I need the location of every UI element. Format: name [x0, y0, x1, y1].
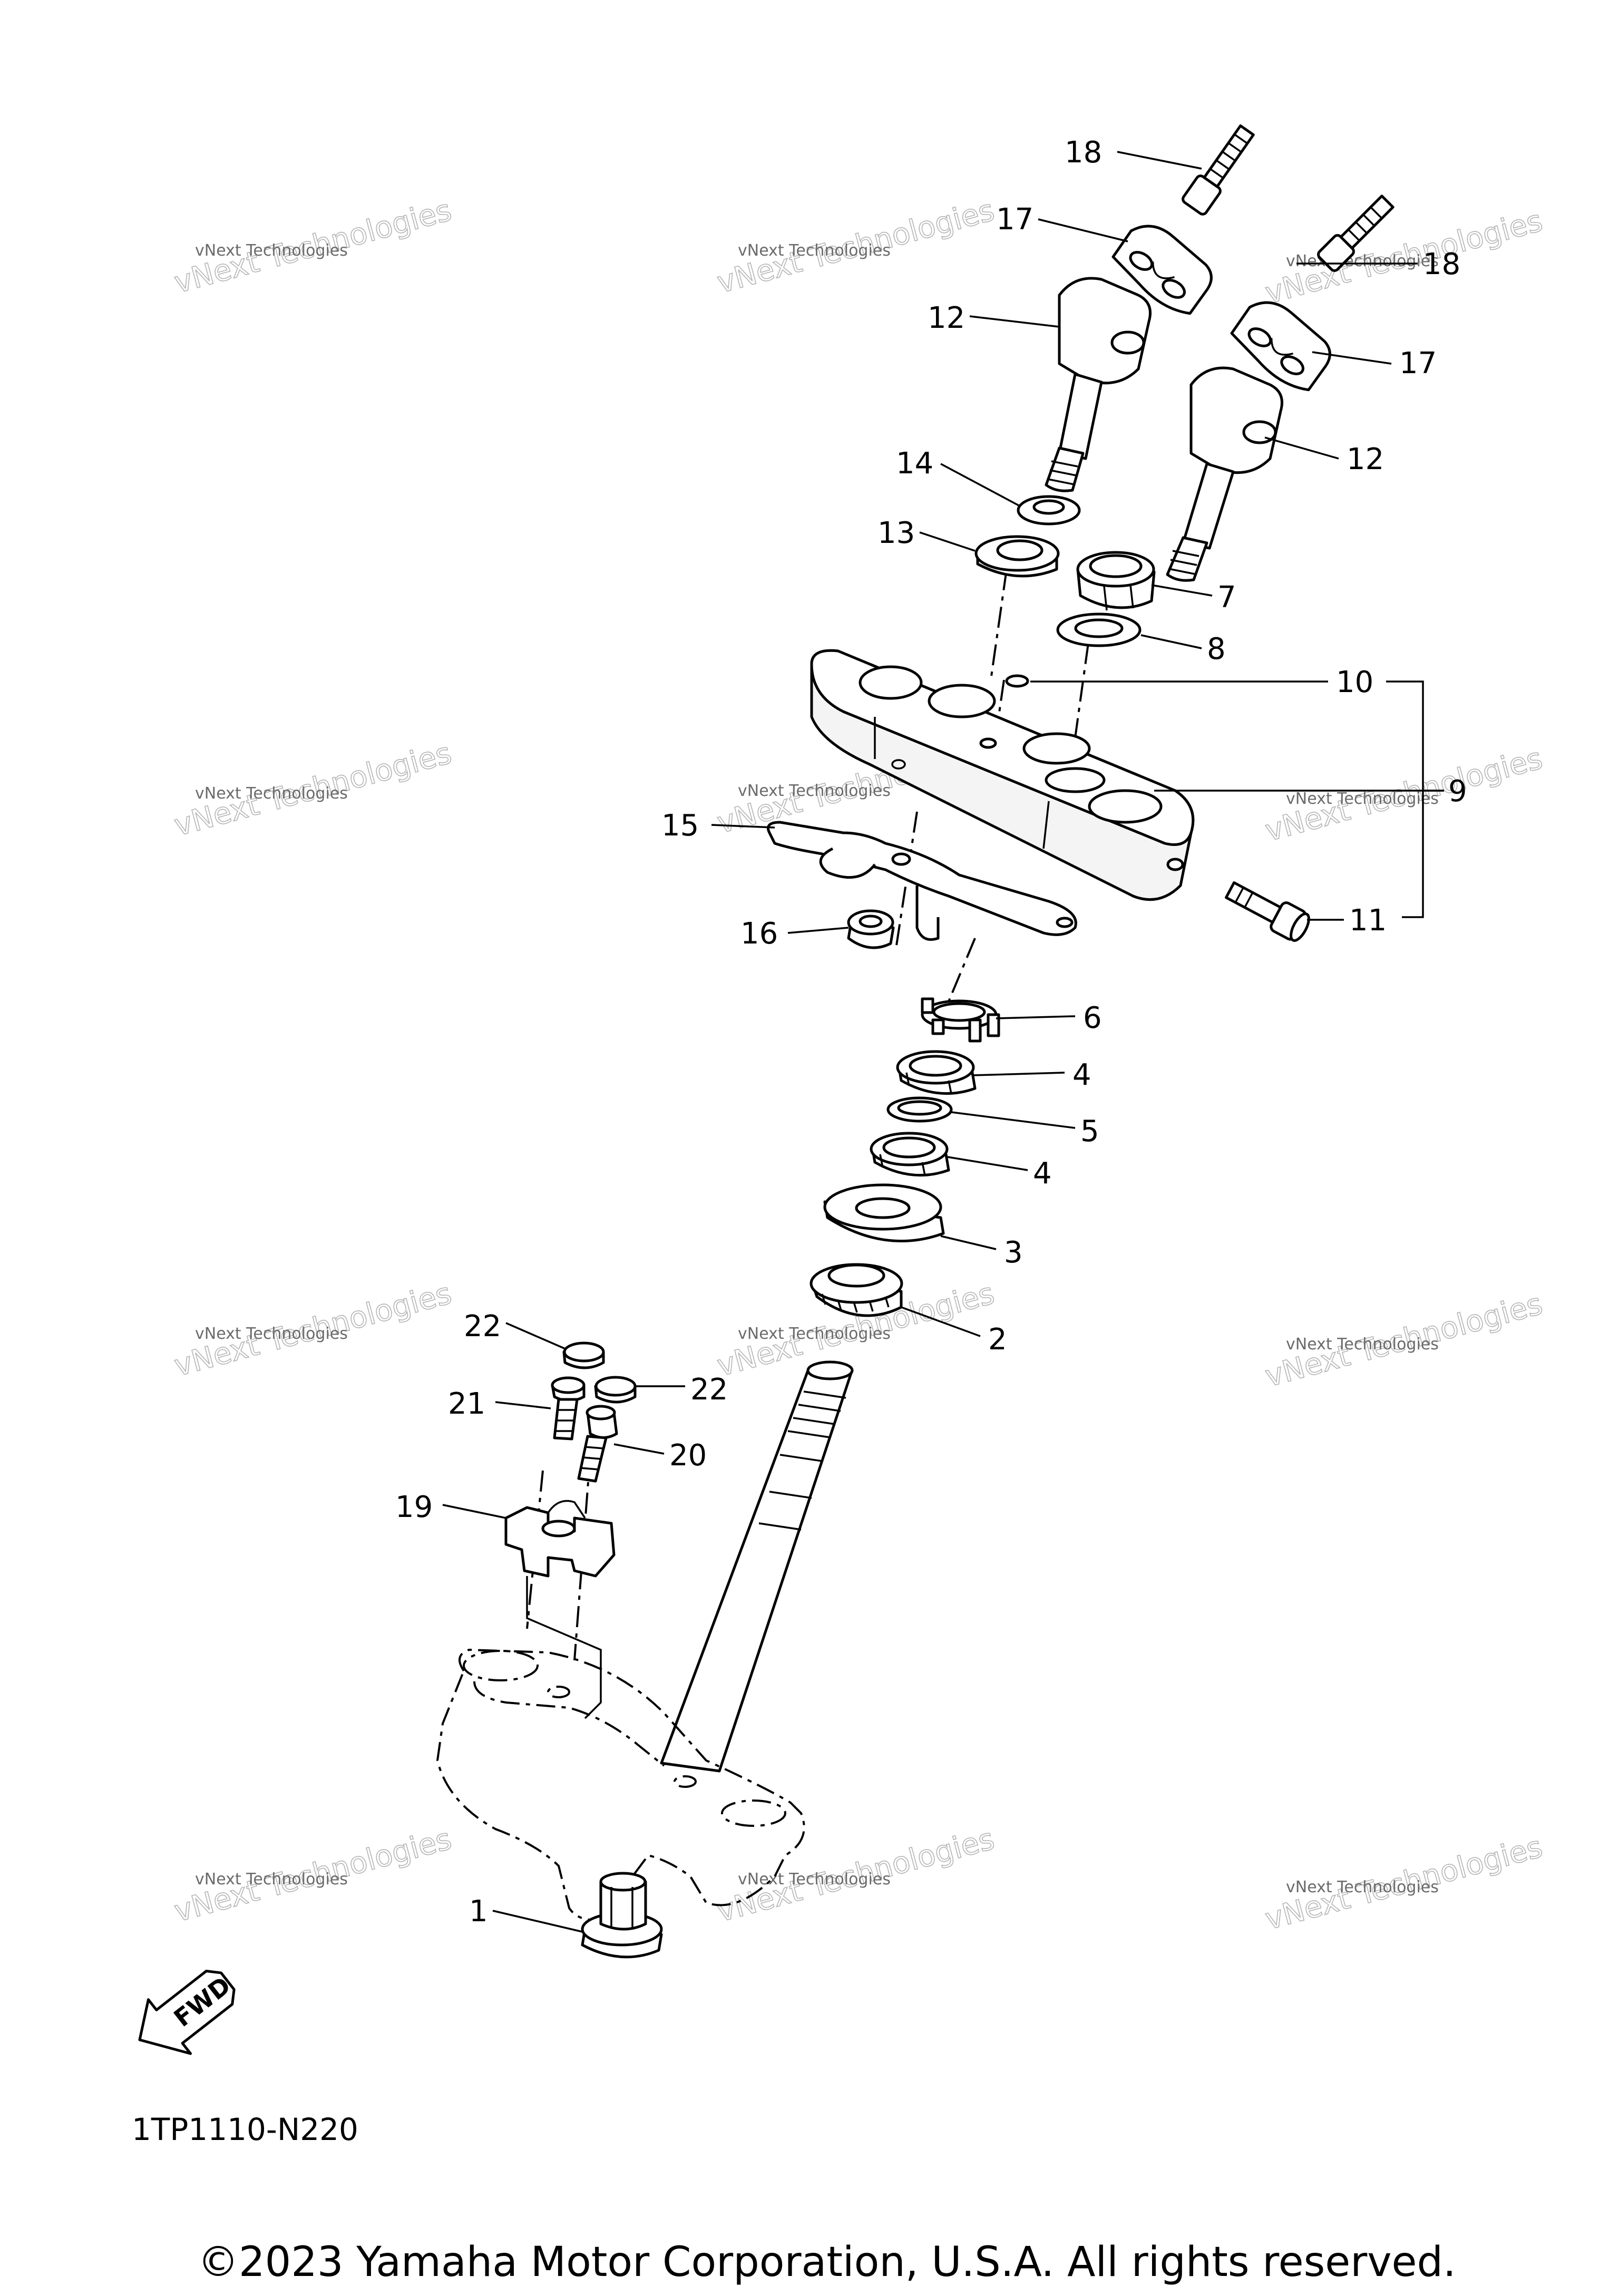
callout-3: 3	[1004, 1235, 1023, 1270]
svg-text:vNext Technologies: vNext Technologies	[1286, 1335, 1439, 1354]
callout-17: 17	[1399, 346, 1437, 381]
callout-1: 1	[469, 1894, 488, 1929]
watermark: vNext Technologies vNext Technologies	[170, 736, 455, 843]
ring-nut-4-lower[interactable]	[870, 1132, 950, 1177]
lower-bracket-steering-stem	[436, 1360, 854, 1921]
dust-seal-3[interactable]	[823, 1183, 945, 1243]
washer-5[interactable]	[886, 1096, 953, 1123]
callout-14: 14	[896, 446, 933, 481]
callout-8: 8	[1207, 632, 1226, 666]
watermark: vNext Technologies vNext Technologies	[1261, 1830, 1546, 1937]
leader-lines	[442, 151, 1444, 1933]
handlebar-holder-12-right[interactable]	[1166, 366, 1283, 582]
callout-12: 12	[928, 301, 965, 335]
watermark: vNext Technologies vNext Technologies	[170, 193, 455, 300]
screw-21[interactable]	[551, 1376, 586, 1441]
assembly-path-19	[526, 1576, 602, 1719]
lock-washer-6[interactable]	[921, 997, 1000, 1043]
callout-20: 20	[669, 1438, 707, 1473]
svg-text:vNext Technologies: vNext Technologies	[738, 1325, 891, 1343]
svg-text:vNext Technologies: vNext Technologies	[738, 1870, 891, 1889]
callout-16: 16	[740, 917, 778, 951]
callout-18: 18	[1065, 135, 1102, 170]
handlebar-holder-upper-17-right[interactable]	[1224, 291, 1341, 396]
callout-17: 17	[996, 202, 1033, 237]
callout-12: 12	[1347, 442, 1384, 476]
callout-21: 21	[448, 1387, 485, 1421]
damper-13[interactable]	[974, 535, 1060, 578]
callout-7: 7	[1217, 580, 1236, 615]
svg-text:vNext Technologies: vNext Technologies	[195, 1870, 348, 1889]
copyright-notice: ©2023 Yamaha Motor Corporation, U.S.A. A…	[198, 2239, 1456, 2286]
watermark: vNext Technologies vNext Technologies	[713, 193, 998, 300]
cap-1[interactable]	[581, 1872, 663, 1959]
callout-11: 11	[1349, 903, 1387, 938]
watermark: vNext Technologies vNext Technologies	[170, 1822, 455, 1929]
cable-guide-15[interactable]	[767, 821, 1077, 941]
bearing-2[interactable]	[810, 1263, 903, 1317]
callout-22: 22	[690, 1373, 728, 1407]
callout-15: 15	[661, 809, 699, 843]
hex-bolt-18-right[interactable]	[1316, 192, 1396, 272]
watermark: vNext Technologies vNext Technologies	[1261, 741, 1546, 849]
svg-text:vNext Technologies: vNext Technologies	[1286, 790, 1439, 808]
callout-4: 4	[1072, 1058, 1091, 1092]
svg-text:vNext Technologies: vNext Technologies	[738, 782, 891, 800]
bolt-20[interactable]	[577, 1405, 618, 1483]
handlebar-holder-upper-17-left[interactable]	[1105, 215, 1222, 320]
hex-bolt-18-left[interactable]	[1181, 122, 1258, 216]
callout-13: 13	[877, 516, 915, 550]
callout-labels: 18 17 12 18 17 12 14 13 7 8 10 9 11 15 1…	[395, 135, 1467, 1929]
watermark: vNext Technologies vNext Technologies	[1261, 1287, 1546, 1394]
svg-text:vNext Technologies: vNext Technologies	[195, 784, 348, 803]
callout-4: 4	[1033, 1156, 1052, 1191]
cap-22-lower[interactable]	[594, 1376, 637, 1404]
callout-5: 5	[1080, 1114, 1099, 1149]
cap-22-upper[interactable]	[562, 1341, 605, 1369]
holder-19[interactable]	[504, 1500, 616, 1578]
callout-22: 22	[464, 1309, 501, 1344]
washer-8[interactable]	[1056, 612, 1142, 647]
watermark: vNext Technologies vNext Technologies	[713, 1822, 998, 1929]
handlebar-holder-12-left[interactable]	[1045, 277, 1152, 492]
bolt-11[interactable]	[1223, 876, 1313, 944]
svg-text:vNext Technologies: vNext Technologies	[195, 1325, 348, 1343]
cap-nut-7[interactable]	[1076, 551, 1156, 611]
svg-text:vNext Technologies: vNext Technologies	[738, 241, 891, 260]
plug-10[interactable]	[1005, 674, 1029, 688]
callout-19: 19	[395, 1490, 433, 1524]
callout-18: 18	[1423, 247, 1460, 281]
callout-9: 9	[1448, 774, 1467, 809]
callout-6: 6	[1083, 1001, 1102, 1035]
watermark: vNext Technologies vNext Technologies	[1261, 203, 1546, 311]
callout-2: 2	[988, 1322, 1007, 1357]
drawing-code: 1TP1110-N220	[132, 2112, 358, 2147]
svg-text:vNext Technologies: vNext Technologies	[1286, 1878, 1439, 1896]
callout-10: 10	[1336, 665, 1373, 699]
forward-direction-arrow-icon: FWD	[138, 1969, 236, 2055]
svg-text:vNext Technologies: vNext Technologies	[195, 241, 348, 260]
washer-14[interactable]	[1017, 495, 1081, 526]
nut-16[interactable]	[847, 909, 895, 949]
ring-nut-4-upper[interactable]	[896, 1050, 977, 1095]
upper-bracket-9[interactable]	[810, 649, 1195, 901]
watermark: vNext Technologies vNext Technologies	[170, 1276, 455, 1384]
svg-text:vNext Technologies: vNext Technologies	[1286, 252, 1439, 270]
watermark-layer: vNext Technologies vNext Technologies vN…	[170, 193, 1546, 1937]
